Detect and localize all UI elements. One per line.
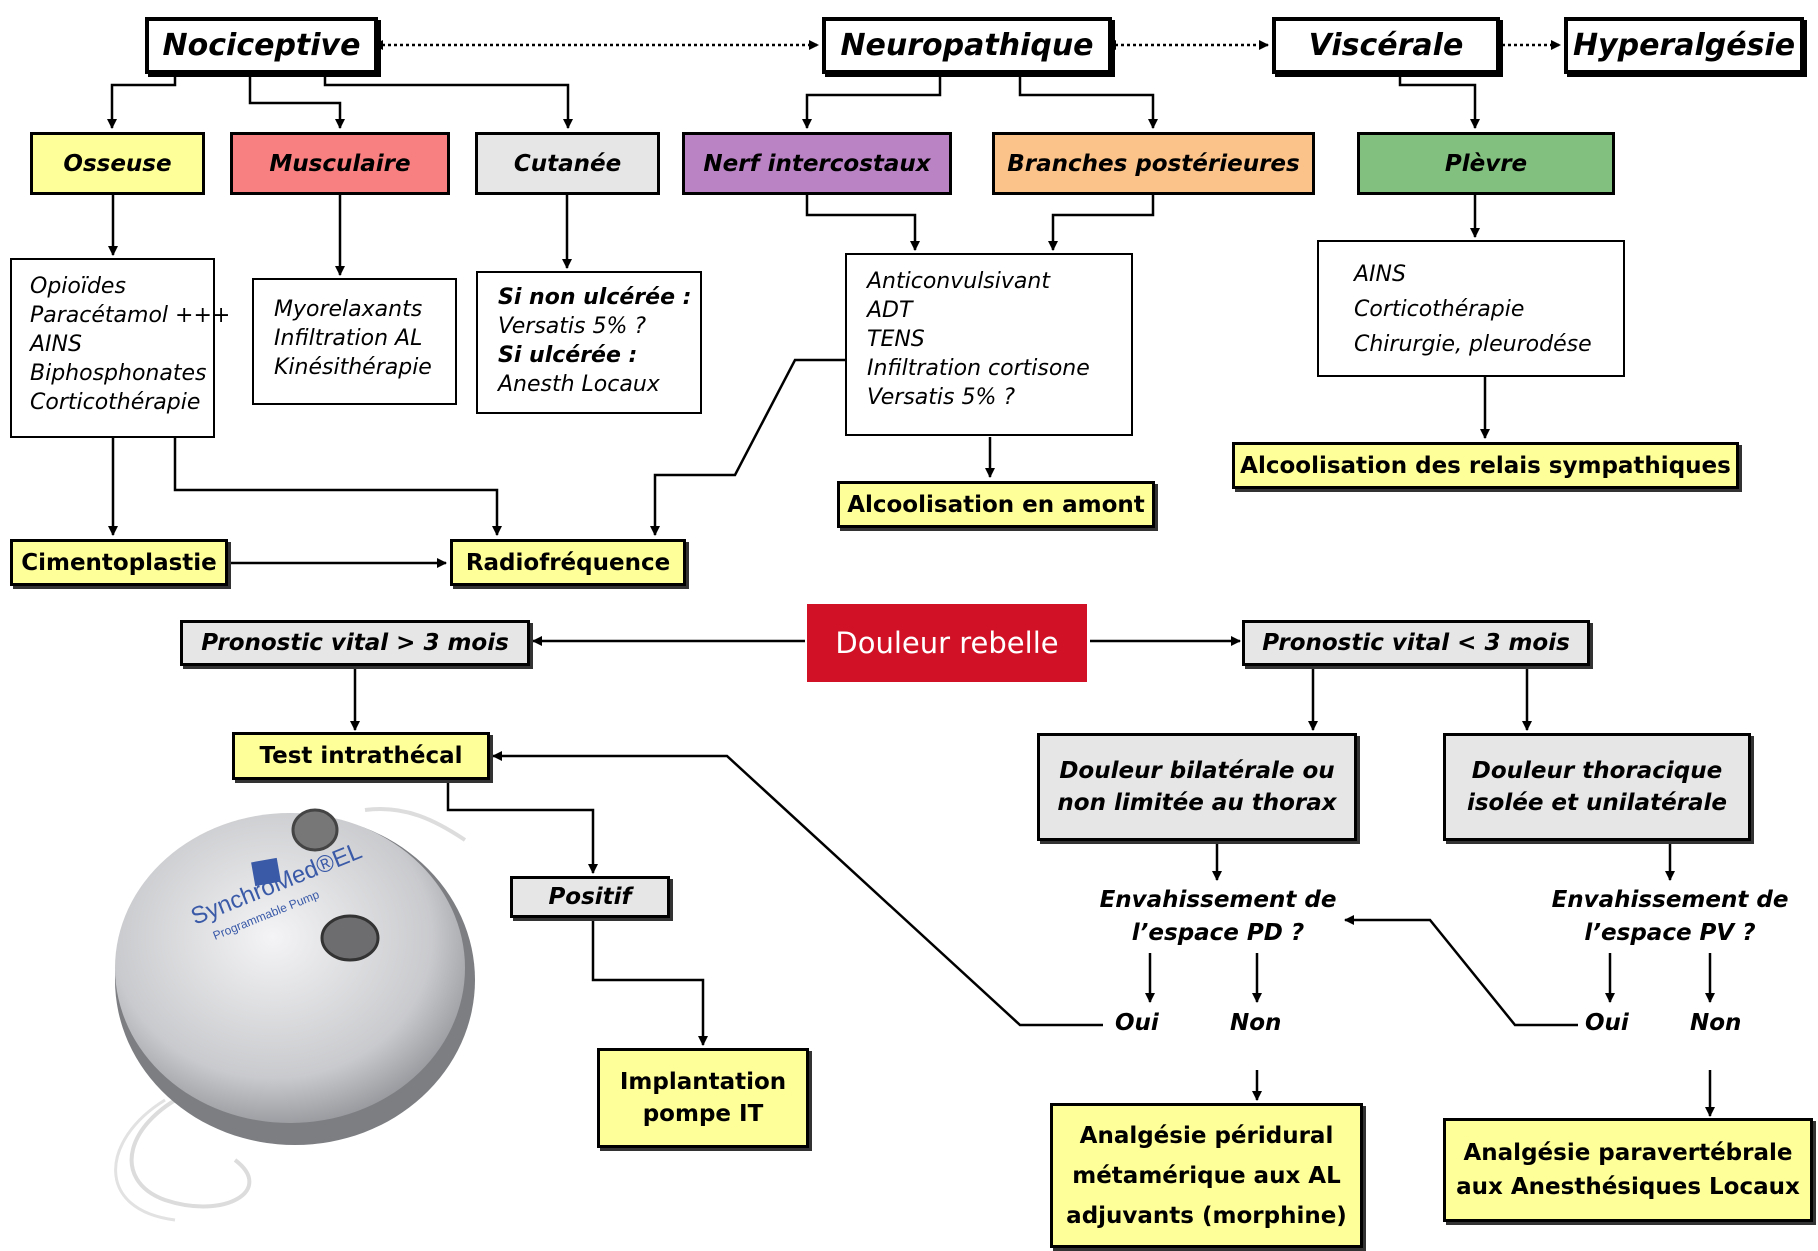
- category-osseuse: Osseuse: [30, 132, 205, 195]
- list-neuropathique: Anticonvulsivant ADT TENS Infiltration c…: [845, 253, 1133, 436]
- pronostic-gt-3-mois: Pronostic vital > 3 mois: [180, 620, 530, 666]
- analgesie-paravertebrale: Analgésie paravertébrale aux Anesthésiqu…: [1443, 1118, 1813, 1222]
- list-item: Anesth Locaux: [498, 372, 660, 397]
- thorac-line: isolée et unilatérale: [1466, 790, 1728, 816]
- analgesie-peridurale: Analgésie péridural métamérique aux AL a…: [1050, 1103, 1363, 1248]
- positif-box: Positif: [510, 876, 670, 918]
- douleur-bilaterale: Douleur bilatérale ou non limitée au tho…: [1037, 733, 1357, 841]
- douleur-thoracique: Douleur thoracique isolée et unilatérale: [1443, 733, 1751, 841]
- list-item: Anticonvulsivant: [867, 269, 1050, 294]
- list-item: AINS: [30, 332, 82, 357]
- list-item: Si non ulcérée :: [498, 285, 692, 310]
- action-alcoolisation-relais: Alcoolisation des relais sympathiques: [1232, 442, 1739, 489]
- env-pd-line: l’espace PD ?: [1131, 920, 1305, 946]
- douleur-rebelle-box: Douleur rebelle: [807, 604, 1087, 682]
- list-osseuse: Opioïdes Paracétamol +++ AINS Biphosphon…: [10, 258, 231, 438]
- header-neuropathique: Neuropathique: [822, 17, 1112, 74]
- env-pv-line: Envahissement de: [1551, 887, 1789, 913]
- list-item: Corticothérapie: [30, 390, 201, 415]
- thorac-line: Douleur thoracique: [1471, 758, 1723, 784]
- list-item: Opioïdes: [30, 274, 126, 299]
- non-pd: Non: [1230, 1010, 1282, 1036]
- category-cutanee: Cutanée: [475, 132, 660, 195]
- bilat-line: non limitée au thorax: [1057, 790, 1337, 816]
- pump-image: SynchroMed®EL Programmable Pump: [114, 807, 475, 1222]
- list-item: Corticothérapie: [1354, 297, 1525, 322]
- implantation-line: Implantation: [619, 1069, 787, 1095]
- oui-pv: Oui: [1585, 1010, 1629, 1036]
- list-plevre: AINS Corticothérapie Chirurgie, pleurodé…: [1317, 240, 1625, 377]
- analgesie-para-line: Analgésie paravertébrale: [1463, 1140, 1793, 1166]
- action-radiofrequence: Radiofréquence: [450, 539, 686, 586]
- list-item: Myorelaxants: [274, 297, 423, 322]
- list-cutanee: Si non ulcérée : Versatis 5% ? Si ulcéré…: [476, 271, 702, 414]
- env-pd-line: Envahissement de: [1099, 887, 1337, 913]
- list-item: Infiltration AL: [274, 326, 423, 351]
- implantation-line: pompe IT: [642, 1101, 764, 1127]
- analgesie-para-line: aux Anesthésiques Locaux: [1456, 1174, 1800, 1200]
- header-nociceptive: Nociceptive: [145, 17, 378, 74]
- analgesie-peri-line: métamérique aux AL: [1072, 1162, 1341, 1189]
- env-pv-line: l’espace PV ?: [1584, 920, 1756, 946]
- list-item: ADT: [867, 298, 913, 323]
- list-item: TENS: [867, 327, 925, 352]
- analgesie-peri-line: Analgésie péridural: [1079, 1122, 1334, 1149]
- list-item: Si ulcérée :: [498, 343, 638, 368]
- category-branches-posterieures: Branches postérieures: [992, 132, 1315, 195]
- list-item: Kinésithérapie: [274, 355, 432, 380]
- header-viscerale: Viscérale: [1272, 17, 1500, 74]
- envahissement-pv: Envahissement de l’espace PV ?: [1540, 884, 1800, 950]
- header-hyperalgesie: Hyperalgésie: [1564, 17, 1804, 74]
- list-item: AINS: [1354, 262, 1406, 287]
- test-intrathecal: Test intrathécal: [232, 732, 490, 780]
- action-cimentoplastie: Cimentoplastie: [10, 539, 228, 586]
- non-pv: Non: [1690, 1010, 1742, 1036]
- list-musculaire: Myorelaxants Infiltration AL Kinésithéra…: [252, 278, 457, 405]
- category-nerf-intercostaux: Nerf intercostaux: [682, 132, 952, 195]
- bilat-line: Douleur bilatérale ou: [1059, 758, 1335, 784]
- category-plevre: Plèvre: [1357, 132, 1615, 195]
- analgesie-peri-line: adjuvants (morphine): [1066, 1202, 1347, 1229]
- list-item: Chirurgie, pleurodése: [1354, 332, 1592, 357]
- category-musculaire: Musculaire: [230, 132, 450, 195]
- list-item: Infiltration cortisone: [867, 356, 1090, 381]
- implantation-pompe-it: Implantation pompe IT: [597, 1048, 809, 1148]
- oui-pd: Oui: [1115, 1010, 1159, 1036]
- action-alcoolisation-amont: Alcoolisation en amont: [837, 481, 1155, 528]
- list-item: Biphosphonates: [30, 361, 207, 386]
- list-item: Versatis 5% ?: [498, 314, 647, 339]
- list-item: Paracétamol +++: [30, 303, 231, 328]
- envahissement-pd: Envahissement de l’espace PD ?: [1088, 884, 1348, 950]
- pronostic-lt-3-mois: Pronostic vital < 3 mois: [1242, 620, 1590, 666]
- list-item: Versatis 5% ?: [867, 385, 1016, 410]
